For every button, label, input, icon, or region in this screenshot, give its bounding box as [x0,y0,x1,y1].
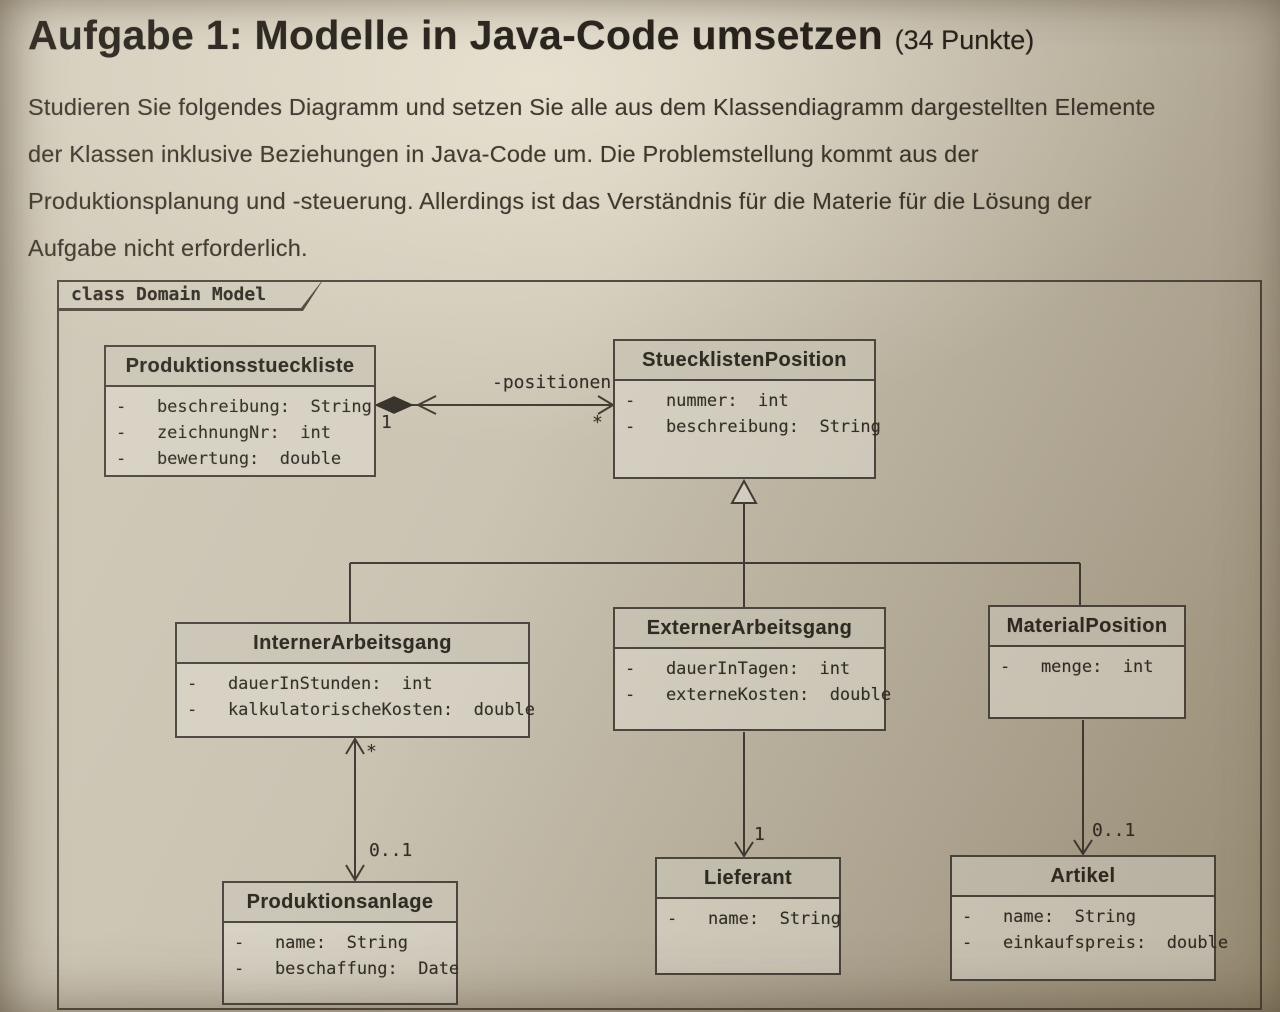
association-role-label: -positionen [492,372,612,393]
points-value: (34 Punkte) [894,25,1035,55]
attributes-compartment: - nummer: int - beschreibung: String [615,381,881,440]
class-stuecklistenposition: StuecklistenPosition - nummer: int - bes… [613,339,881,479]
attribute: - dauerInStunden: int [187,674,433,694]
multiplicity-label: * [366,741,377,762]
attribute: - zeichnungNr: int [116,423,331,443]
class-produktionsstueckliste: Produktionsstueckliste - beschreibung: S… [104,345,376,477]
attribute: - name: String [962,907,1136,927]
uml-diagram-frame [57,280,1262,1010]
class-name: InternerArbeitsgang [177,624,528,664]
attribute: - externeKosten: double [625,685,892,705]
class-externerarbeitsgang: ExternerArbeitsgang - dauerInTagen: int … [613,607,892,731]
attributes-compartment: - menge: int [990,647,1184,680]
multiplicity-label: 0..1 [369,840,413,861]
class-name: Artikel [952,857,1214,897]
attribute: - dauerInTagen: int [625,659,851,679]
attributes-compartment: - name: String - einkaufspreis: double [952,897,1229,956]
attributes-compartment: - dauerInStunden: int - kalkulatorischeK… [177,664,535,723]
multiplicity-label: 1 [754,824,765,845]
class-name: Lieferant [657,859,839,899]
intro-paragraph: Studieren Sie folgendes Diagramm und set… [28,84,1156,272]
class-materialposition: MaterialPosition - menge: int [988,605,1186,719]
class-name: Produktionsanlage [224,883,456,923]
attribute: - name: String [667,909,841,929]
attribute: - menge: int [1000,657,1154,677]
title-text: Aufgabe 1: Modelle in Java-Code umsetzen [28,12,883,58]
class-internerarbeitsgang: InternerArbeitsgang - dauerInStunden: in… [175,622,535,738]
attributes-compartment: - dauerInTagen: int - externeKosten: dou… [615,649,892,708]
attribute: - name: String [234,933,408,953]
uml-frame-label: class Domain Model [59,282,321,308]
multiplicity-label: 1 [381,412,392,433]
intro-line: Studieren Sie folgendes Diagramm und set… [28,94,1156,120]
page-title: Aufgabe 1: Modelle in Java-Code umsetzen… [28,12,1034,59]
class-produktionsanlage: Produktionsanlage - name: String - besch… [222,881,460,1005]
attribute: - kalkulatorischeKosten: double [187,700,535,720]
attribute: - beschreibung: String [116,397,372,417]
attribute: - bewertung: double [116,449,342,469]
class-artikel: Artikel - name: String - einkaufspreis: … [950,855,1229,981]
multiplicity-label: * [592,412,603,433]
attributes-compartment: - beschreibung: String - zeichnungNr: in… [106,387,374,472]
class-name: StuecklistenPosition [615,341,874,381]
multiplicity-label: 0..1 [1092,820,1136,841]
attribute: - nummer: int [625,391,789,411]
intro-line: Produktionsplanung und -steuerung. Aller… [28,188,1092,214]
attributes-compartment: - name: String - beschaffung: Date [224,923,460,982]
class-name: ExternerArbeitsgang [615,609,884,649]
uml-frame-tab: class Domain Model [57,280,323,311]
class-name: Produktionsstueckliste [106,347,374,387]
attribute: - einkaufspreis: double [962,933,1229,953]
attributes-compartment: - name: String [657,899,841,932]
intro-line: der Klassen inklusive Beziehungen in Jav… [28,141,979,167]
intro-line: Aufgabe nicht erforderlich. [28,235,308,261]
attribute: - beschreibung: String [625,417,881,437]
attribute: - beschaffung: Date [234,959,460,979]
class-lieferant: Lieferant - name: String [655,857,841,975]
class-name: MaterialPosition [990,607,1184,647]
